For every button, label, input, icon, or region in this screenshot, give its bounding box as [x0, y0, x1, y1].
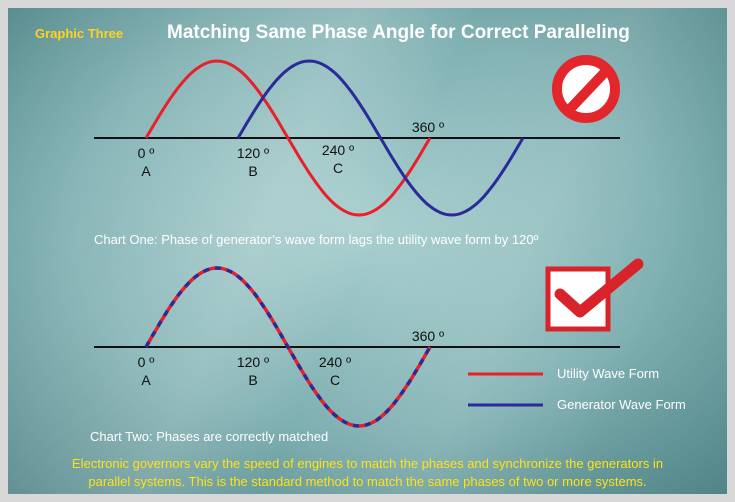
- graphic-panel: Graphic Three Matching Same Phase Angle …: [8, 8, 727, 494]
- graphic-label: Graphic Three: [35, 26, 124, 41]
- chart-one-letter-b: B: [248, 163, 258, 179]
- chart-two-deg-120: 120 º: [236, 354, 270, 370]
- chart-two-deg-360: 360 º: [411, 328, 445, 344]
- checkmark-icon: [545, 258, 644, 332]
- chart-one-deg-0: 0 º: [137, 145, 155, 161]
- chart-two-letter-c: C: [329, 372, 341, 388]
- chart-two-generator-wave: [144, 266, 432, 428]
- chart-two-letter-a: A: [141, 372, 151, 388]
- footer-line-1: Electronic governors vary the speed of e…: [71, 456, 664, 471]
- page-title: Matching Same Phase Angle for Correct Pa…: [167, 22, 630, 43]
- chart-one-deg-240: 240 º: [321, 142, 355, 158]
- legend-generator-label: Generator Wave Form: [557, 397, 686, 412]
- diagram-canvas: [8, 8, 727, 494]
- chart-one-deg-360: 360 º: [411, 119, 445, 135]
- footer-line-2: parallel systems. This is the standard m…: [88, 474, 647, 489]
- chart-one-utility-wave: [144, 59, 432, 217]
- background-sheen: [8, 8, 727, 494]
- chart-two-deg-0: 0 º: [137, 354, 155, 370]
- chart-one-generator-wave: [236, 59, 525, 217]
- chart-one-deg-120: 120 º: [236, 145, 270, 161]
- chart-one-letter-c: C: [332, 160, 344, 176]
- chart-one-caption: Chart One: Phase of generator’s wave for…: [94, 232, 539, 247]
- chart-two-deg-240: 240 º: [318, 354, 352, 370]
- chart-two-caption: Chart Two: Phases are correctly matched: [90, 429, 329, 444]
- chart-one-letter-a: A: [141, 163, 151, 179]
- chart-two-letter-b: B: [248, 372, 258, 388]
- prohibited-icon: [552, 55, 620, 123]
- legend-utility-label: Utility Wave Form: [557, 366, 660, 381]
